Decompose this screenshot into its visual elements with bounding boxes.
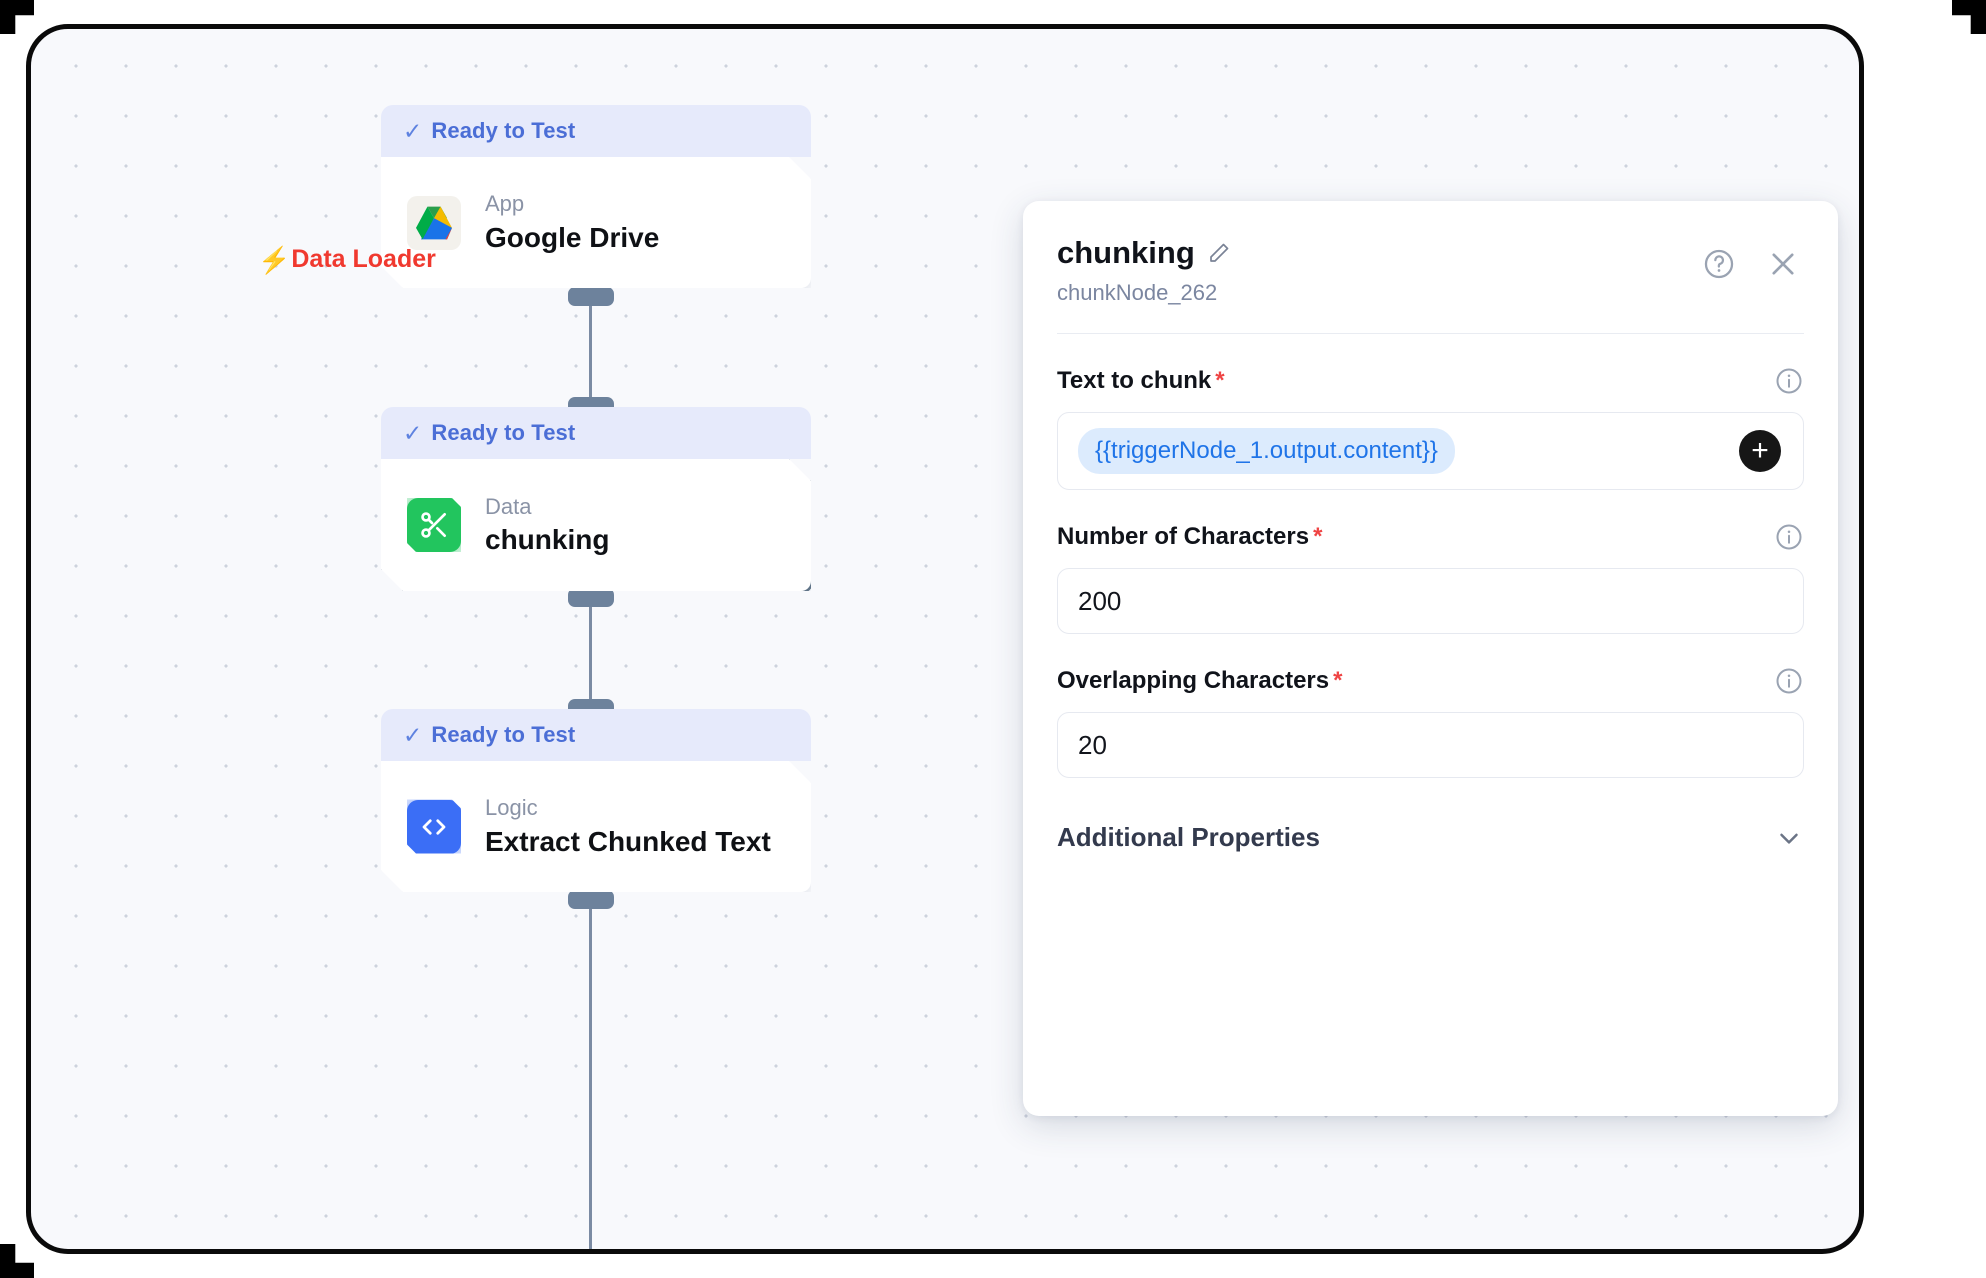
node-status-label: Ready to Test xyxy=(431,722,576,747)
node-chunking[interactable]: ✓ Ready to Test Data chunking xyxy=(381,407,811,591)
node-body[interactable]: Data chunking xyxy=(381,459,811,591)
close-icon[interactable] xyxy=(1766,247,1800,281)
code-brackets-icon xyxy=(407,800,461,854)
field-number-of-characters: Number of Characters* 200 xyxy=(1057,522,1804,634)
variable-token-chip[interactable]: {{triggerNode_1.output.content}} xyxy=(1078,428,1455,474)
pencil-icon[interactable] xyxy=(1207,241,1231,265)
edge-handle-extract-out[interactable] xyxy=(568,890,614,909)
node-body[interactable]: Logic Extract Chunked Text xyxy=(381,761,811,892)
node-kind-label: Data xyxy=(485,493,532,519)
google-drive-icon xyxy=(407,196,461,250)
node-text: Logic Extract Chunked Text xyxy=(485,794,771,859)
edge-handle-gdrive-out[interactable] xyxy=(568,287,614,306)
workflow-canvas[interactable]: ⚡ Data Loader ✓ Ready to Test xyxy=(26,24,1864,1254)
additional-properties-label: Additional Properties xyxy=(1057,822,1320,852)
node-status-label: Ready to Test xyxy=(431,118,576,143)
field-label: Number of Characters* xyxy=(1057,523,1322,551)
check-icon: ✓ xyxy=(403,419,423,446)
edge-handle-chunking-out[interactable] xyxy=(568,588,614,607)
field-label-text: Number of Characters xyxy=(1057,523,1310,550)
panel-title: chunking xyxy=(1057,235,1195,270)
node-body[interactable]: App Google Drive xyxy=(381,157,811,288)
node-extract-chunked-text[interactable]: ✓ Ready to Test Logic Extract Chunked Te… xyxy=(381,709,811,892)
field-overlapping-characters: Overlapping Characters* 20 xyxy=(1057,666,1804,778)
node-title-label: chunking xyxy=(485,524,610,556)
node-status-bar: ✓ Ready to Test xyxy=(381,105,811,157)
data-loader-text: Data Loader xyxy=(291,245,436,273)
text-to-chunk-input[interactable]: {{triggerNode_1.output.content}} + xyxy=(1057,412,1804,490)
required-marker: * xyxy=(1313,523,1323,550)
question-circle-icon[interactable] xyxy=(1702,247,1736,281)
info-icon[interactable] xyxy=(1774,522,1804,552)
check-icon: ✓ xyxy=(403,721,423,748)
node-google-drive[interactable]: ✓ Ready to Test App Google Driv xyxy=(381,105,811,288)
info-icon[interactable] xyxy=(1774,366,1804,396)
info-icon[interactable] xyxy=(1774,666,1804,696)
node-status-bar: ✓ Ready to Test xyxy=(381,709,811,761)
node-title-label: Extract Chunked Text xyxy=(485,825,771,857)
node-title-label: Google Drive xyxy=(485,221,660,253)
panel-subtitle: chunkNode_262 xyxy=(1057,280,1218,305)
node-status-label: Ready to Test xyxy=(431,420,576,445)
node-text: Data chunking xyxy=(485,493,609,558)
node-config-panel: chunking chunkNode_262 xyxy=(1023,201,1838,1116)
edge-extract-downstream xyxy=(589,895,592,1249)
required-marker: * xyxy=(1333,667,1343,694)
node-text: App Google Drive xyxy=(485,190,659,255)
scissors-icon xyxy=(407,498,461,552)
field-label: Text to chunk* xyxy=(1057,367,1225,395)
field-label: Overlapping Characters* xyxy=(1057,667,1342,695)
additional-properties-toggle[interactable]: Additional Properties xyxy=(1057,822,1804,853)
node-kind-label: Logic xyxy=(485,795,538,821)
field-label-text: Overlapping Characters xyxy=(1057,667,1330,694)
chevron-down-icon[interactable] xyxy=(1774,823,1804,853)
panel-header: chunking chunkNode_262 xyxy=(1057,201,1804,306)
lightning-bolt-icon: ⚡ xyxy=(258,244,291,275)
panel-actions xyxy=(1702,247,1800,281)
field-label-row: Overlapping Characters* xyxy=(1057,666,1804,696)
data-loader-label: ⚡ Data Loader xyxy=(258,245,436,274)
required-marker: * xyxy=(1215,367,1225,394)
edge-gdrive-to-chunking xyxy=(589,291,592,413)
crop-marker-top-left xyxy=(0,0,34,34)
field-text-to-chunk: Text to chunk* {{triggerNode_1.output.co… xyxy=(1057,366,1804,490)
panel-divider xyxy=(1057,333,1804,334)
edge-chunking-to-extract xyxy=(589,593,592,715)
panel-title-row: chunking xyxy=(1057,235,1804,271)
overlapping-characters-input[interactable]: 20 xyxy=(1057,712,1804,778)
field-label-text: Text to chunk xyxy=(1057,367,1212,394)
number-of-characters-input[interactable]: 200 xyxy=(1057,568,1804,634)
field-label-row: Text to chunk* xyxy=(1057,366,1804,396)
check-icon: ✓ xyxy=(403,117,423,144)
add-variable-button[interactable]: + xyxy=(1739,430,1781,472)
crop-marker-top-right xyxy=(1952,0,1986,34)
crop-marker-bottom-left xyxy=(0,1244,34,1278)
node-status-bar: ✓ Ready to Test xyxy=(381,407,811,459)
field-label-row: Number of Characters* xyxy=(1057,522,1804,552)
node-kind-label: App xyxy=(485,191,525,217)
